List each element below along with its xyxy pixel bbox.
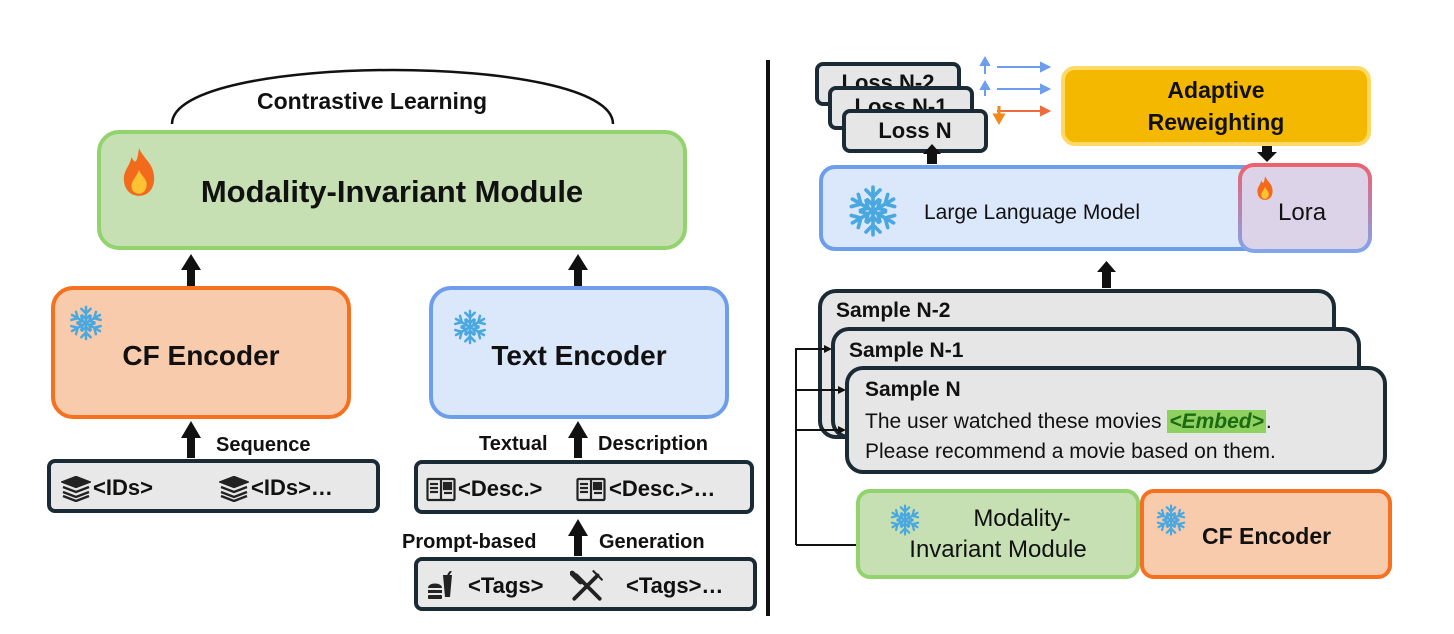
id-item: <IDs> [93, 475, 153, 500]
module-line: Modality- [973, 505, 1071, 532]
text-encoder-label: Text Encoder [491, 340, 667, 371]
generation-label: Generation [599, 531, 705, 553]
lora-label: Lora [1278, 199, 1327, 226]
module-feed-lines [795, 345, 856, 546]
adaptive-line: Reweighting [1147, 109, 1285, 135]
text-encoder: Text Encoder [429, 286, 729, 419]
id-sequence-box: <IDs> <IDs>… [47, 459, 380, 513]
desc-item: <Desc.>… [609, 476, 716, 501]
textual-label: Textual [479, 433, 548, 455]
cf-encoder: CF Encoder [51, 286, 351, 419]
prompt-based-label: Prompt-based [402, 531, 537, 553]
module-line: Invariant Module [909, 536, 1087, 563]
snowflake-icon [845, 183, 901, 239]
snowflake-icon [67, 304, 105, 342]
modality-invariant-module: Modality-Invariant Module [97, 130, 687, 250]
modality-module-title: Modality-Invariant Module [200, 174, 584, 209]
panel-divider [766, 60, 770, 616]
sample-text: The user watched these movies [865, 410, 1162, 433]
loss-box: Loss N [842, 109, 988, 153]
database-stack-icon [61, 476, 91, 502]
sample-prompt-line: The user watched these movies <Embed>. [865, 410, 1272, 434]
document-icon [576, 476, 606, 502]
desc-item: <Desc.> [458, 476, 543, 501]
contrastive-arc [170, 68, 615, 125]
lora-adapter: Lora [1238, 163, 1372, 253]
adaptive-reweighting: Adaptive Reweighting [1061, 66, 1371, 146]
cf-encoder: CF Encoder [1140, 489, 1392, 579]
id-item: <IDs>… [251, 475, 333, 500]
sample-title: Sample N-2 [836, 299, 951, 322]
snowflake-icon [1154, 503, 1188, 537]
small-arrows [923, 144, 1277, 164]
sample-title: Sample N-1 [849, 339, 964, 362]
cf-encoder-label: CF Encoder [1202, 523, 1332, 549]
adaptive-line: Adaptive [1167, 76, 1265, 103]
embed-token: <Embed> [1167, 410, 1266, 433]
contrastive-learning-label: Contrastive Learning [257, 88, 488, 114]
sample-card: Sample N The user watched these movies <… [845, 366, 1387, 474]
tag-item: <Tags>… [626, 573, 724, 598]
fork-knife-icon [570, 569, 604, 603]
burger-drink-icon [426, 571, 456, 601]
left-connectors [170, 68, 615, 556]
sequence-label: Sequence [216, 434, 311, 456]
document-icon [426, 476, 456, 502]
loss-weight-arrows [979, 55, 1052, 126]
llm-input-arrow [1097, 261, 1116, 288]
sample-prompt-line: Please recommend a movie based on them. [865, 440, 1276, 463]
database-stack-icon [219, 476, 249, 502]
description-box: <Desc.> <Desc.>… [414, 460, 754, 514]
sample-text: . [1265, 410, 1272, 433]
fire-icon [1254, 175, 1276, 201]
tags-box: <Tags> <Tags>… [414, 557, 757, 611]
llm-label: Large Language Model [924, 201, 1141, 224]
modality-invariant-module: Modality- Invariant Module [856, 489, 1140, 579]
description-label: Description [598, 433, 709, 455]
sample-title: Sample N [865, 378, 961, 401]
modality-module-label: Modality- [860, 503, 1136, 535]
tag-item: <Tags> [468, 573, 544, 598]
cf-encoder-label: CF Encoder [122, 340, 280, 371]
